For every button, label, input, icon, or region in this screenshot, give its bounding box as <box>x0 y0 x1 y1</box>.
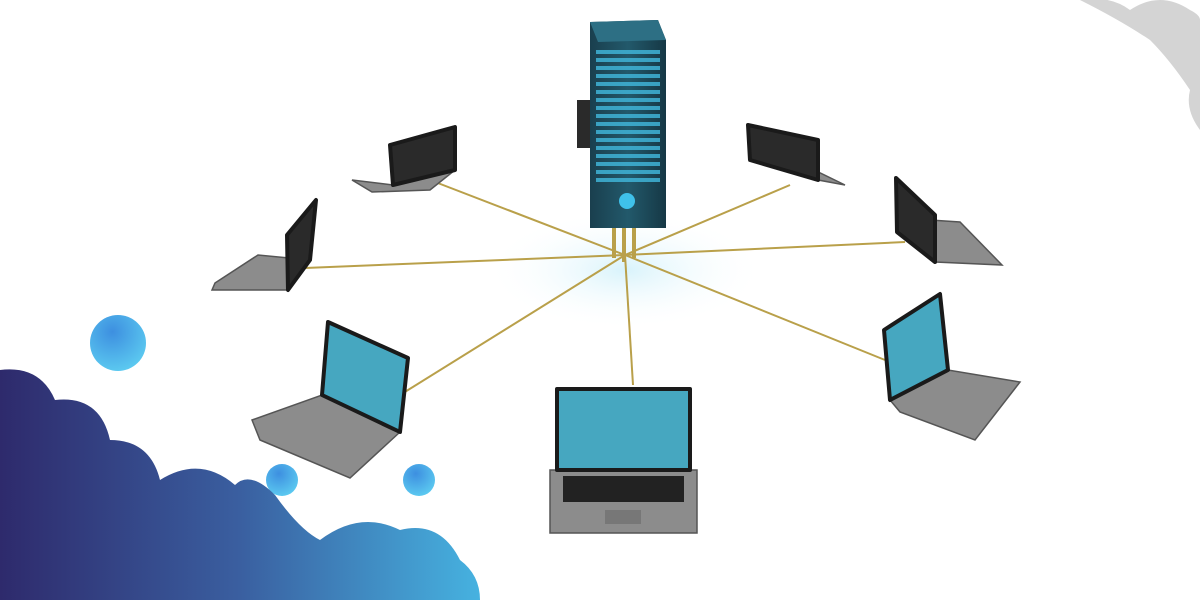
network-cable <box>429 179 626 256</box>
laptop-icon <box>351 125 457 193</box>
laptop-icon <box>882 292 1022 441</box>
server-tower-icon <box>577 20 666 262</box>
network-cable <box>624 241 906 256</box>
bubble-decoration <box>90 315 146 371</box>
network-cable <box>399 254 626 396</box>
keyboard <box>563 476 684 524</box>
network-cable <box>624 254 886 361</box>
laptop-icon <box>746 123 846 186</box>
laptop-icon <box>251 320 410 479</box>
bubble-decoration <box>403 464 435 496</box>
laptop-icon <box>894 176 1004 266</box>
network-cable <box>624 184 791 256</box>
gray-cloud-decoration <box>1080 0 1200 130</box>
network-cable <box>624 254 634 386</box>
network-cable <box>304 254 626 269</box>
bubble-decoration <box>266 464 298 496</box>
cables <box>304 179 906 396</box>
gradient-cloud-decoration <box>0 369 480 600</box>
laptop-icon <box>210 198 318 292</box>
